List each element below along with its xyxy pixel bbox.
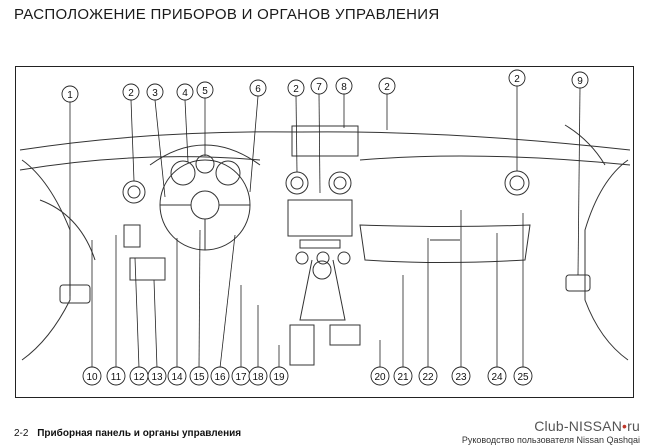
callout-19: [269, 366, 289, 386]
page-title: РАСПОЛОЖЕНИЕ ПРИБОРОВ И ОРГАНОВ УПРАВЛЕН…: [14, 6, 440, 23]
callout-20: [370, 366, 390, 386]
callout-label: 3: [152, 88, 158, 99]
callout-label: 2: [514, 74, 520, 85]
callout-label: 12: [133, 372, 145, 383]
callout-label: 8: [341, 82, 347, 93]
callout-label: 18: [252, 372, 264, 383]
callout-25: [513, 366, 533, 386]
callout-label: 6: [255, 84, 261, 95]
callout-label: 11: [111, 372, 122, 383]
callout-10: [82, 366, 102, 386]
callout-2a: [122, 83, 140, 101]
section-title: Приборная панель и органы управления: [37, 428, 242, 439]
manual-title: Руководство пользователя Nissan Qashqai: [461, 435, 640, 445]
callout-3: [146, 83, 164, 101]
brand-dot: •: [622, 418, 628, 434]
callout-label: 9: [577, 76, 583, 87]
callout-2d: [508, 69, 526, 87]
brand-prefix: Club-NISSAN: [534, 418, 623, 434]
callout-2c: [378, 77, 396, 95]
callout-21: [393, 366, 413, 386]
callout-22: [418, 366, 438, 386]
callout-label: 25: [517, 372, 529, 383]
callout-18: [248, 366, 268, 386]
callout-4: [176, 83, 194, 101]
callout-8: [335, 77, 353, 95]
callout-24: [487, 366, 507, 386]
callout-15: [189, 366, 209, 386]
footer-left: 2-2 Приборная панель и органы управления: [14, 428, 241, 439]
callout-label: 2: [384, 82, 390, 93]
callout-label: 14: [171, 372, 183, 383]
callout-label: 22: [422, 372, 434, 383]
callout-label: 13: [151, 372, 163, 383]
callout-16: [210, 366, 230, 386]
callout-label: 24: [491, 372, 503, 383]
callout-label: 15: [193, 372, 205, 383]
callout-label: 2: [128, 88, 134, 99]
callout-7: [310, 77, 328, 95]
callout-2b: [287, 79, 305, 97]
callout-label: 19: [273, 372, 285, 383]
callout-1: [61, 85, 79, 103]
diagram-frame: [15, 66, 634, 398]
callout-label: 4: [182, 88, 188, 99]
callout-11: [106, 366, 126, 386]
callout-14: [167, 366, 187, 386]
callout-label: 21: [397, 372, 409, 383]
callout-label: 7: [316, 82, 322, 93]
callout-label: 20: [374, 372, 386, 383]
callout-label: 10: [86, 372, 98, 383]
brand-suffix: ru: [627, 418, 640, 434]
callout-label: 1: [67, 90, 73, 101]
callout-label: 16: [214, 372, 226, 383]
brand-watermark: Club-NISSAN•ru: [462, 418, 640, 434]
footer-right: Club-NISSAN•ru Руководство пользователя …: [462, 418, 640, 445]
page-number: 2-2: [14, 428, 29, 439]
callout-5: [196, 81, 214, 99]
callout-23: [451, 366, 471, 386]
callout-label: 2: [293, 84, 299, 95]
callout-label: 5: [202, 86, 208, 97]
callout-label: 23: [455, 372, 467, 383]
callout-9: [571, 71, 589, 89]
callout-13: [147, 366, 167, 386]
callout-6: [249, 79, 267, 97]
callout-label: 17: [235, 372, 247, 383]
